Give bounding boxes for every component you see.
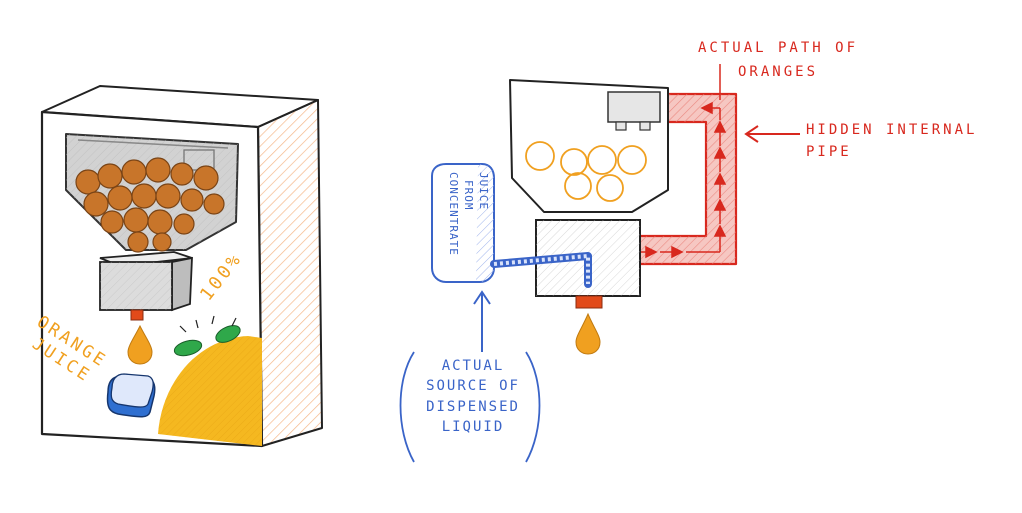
orange-leaf-right (215, 325, 241, 343)
hidden-internal-pipe (603, 64, 738, 266)
schematic-juice-drop (575, 312, 601, 355)
concentrate-pipe (490, 252, 592, 288)
vending-machine (40, 85, 323, 448)
concentrate-tank-label-3: CONCENTRATE (447, 172, 460, 256)
source-bracket-left (399, 351, 415, 463)
schematic (399, 64, 800, 463)
dispenser-box (99, 251, 193, 312)
juice-drop (127, 324, 153, 365)
oranges-in-hopper (75, 157, 225, 253)
dispenser-spout (130, 309, 144, 321)
source-arrow (473, 290, 491, 352)
actual-source-line-2: SOURCE OF (426, 378, 520, 395)
actual-source-line-4: LIQUID (441, 418, 505, 435)
actual-source-label: ACTUAL SOURCE OF DISPENSED LIQUID (418, 356, 528, 437)
actual-path-label: ACTUAL PATH OF ORANGES (698, 40, 858, 81)
schematic-oranges (525, 141, 647, 202)
hidden-pipe-line-1: HIDDEN INTERNAL (806, 122, 978, 138)
actual-path-line-1: ACTUAL PATH OF (698, 40, 859, 56)
schematic-spout (575, 295, 603, 309)
concentrate-tank (431, 163, 495, 283)
orange-leaf-left (173, 339, 203, 357)
source-bracket-right (525, 351, 541, 463)
hidden-pipe-arrow (744, 125, 800, 143)
orange-shine-marks (179, 315, 237, 333)
concentrate-tank-label-1: JUICE (477, 172, 490, 211)
hopper-window (65, 133, 239, 253)
hidden-pipe-line-2: PIPE (806, 143, 852, 160)
actual-source-line-3: DISPENSED (426, 398, 520, 415)
dispense-button (106, 373, 156, 418)
pipe-flow-arrows (603, 64, 727, 259)
hidden-pipe-label: HIDDEN INTERNAL PIPE (806, 122, 977, 161)
schematic-hopper (509, 79, 669, 213)
actual-source-line-1: ACTUAL (441, 358, 505, 374)
concentrate-tank-label-2: FROM (462, 180, 475, 211)
cabinet-side (257, 99, 323, 447)
actual-path-line-2: ORANGES (738, 63, 819, 80)
